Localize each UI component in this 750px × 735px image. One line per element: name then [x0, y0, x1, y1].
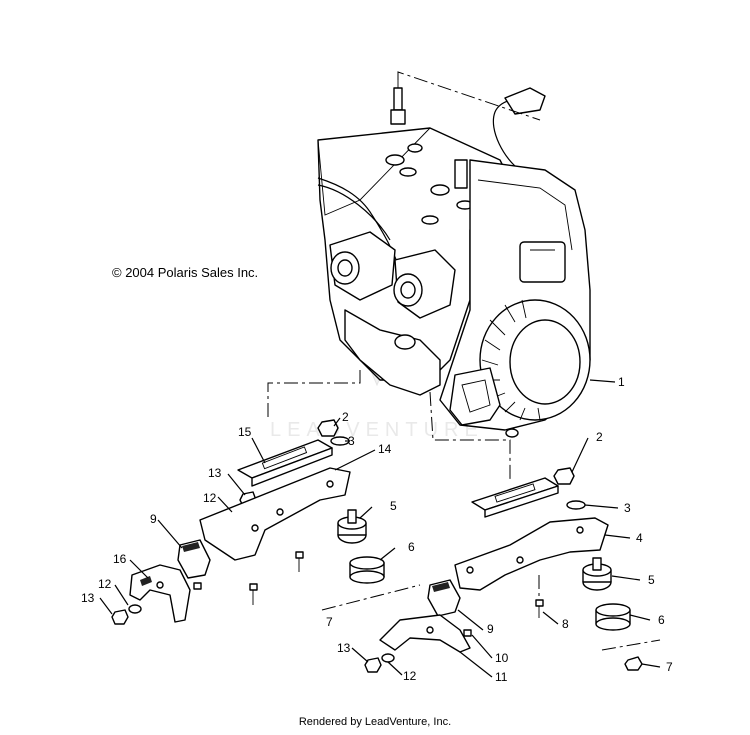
washer-icon — [128, 604, 142, 614]
bolt-icon — [535, 575, 544, 618]
small-bracket-icon — [129, 564, 202, 623]
nut-icon — [553, 467, 575, 485]
callout-2: 2 — [596, 430, 603, 444]
leader-dash — [267, 370, 361, 420]
callout-14: 14 — [378, 442, 392, 456]
fan-icon — [479, 299, 591, 421]
svg-text:LEADVENTURE: LEADVENTURE — [270, 419, 484, 441]
rubber-bumper-icon — [595, 603, 631, 631]
spark-plug-icon — [390, 80, 406, 125]
callout-3: 3 — [348, 434, 355, 448]
carburetor-icon — [393, 249, 456, 319]
callout-12: 12 — [203, 491, 217, 505]
copyright-notice: © 2004 Polaris Sales Inc. — [112, 265, 259, 280]
callout-11: 11 — [495, 670, 508, 684]
rubber-bumper-icon — [349, 556, 385, 584]
callout-2: 2 — [342, 410, 349, 424]
callout-7: 7 — [326, 615, 333, 629]
callout-7: 7 — [666, 660, 673, 674]
washer-icon — [566, 500, 586, 510]
washer-icon — [381, 653, 395, 663]
leader-dash — [429, 391, 511, 480]
callout-3: 3 — [624, 501, 631, 515]
bolt-icon — [295, 551, 304, 572]
callout-6: 6 — [658, 613, 665, 627]
leader-dash — [397, 71, 541, 121]
ignition-coil-icon — [519, 241, 566, 283]
damper-block-icon — [177, 539, 211, 579]
mount-bracket-right-icon — [454, 517, 609, 591]
recoil-handle-icon — [449, 367, 501, 426]
carburetor-icon — [329, 231, 396, 301]
rubber-mount-icon — [337, 509, 367, 544]
leader-dash — [601, 639, 661, 651]
callout-13: 13 — [81, 591, 95, 605]
callout-8: 8 — [562, 617, 569, 631]
nut-icon — [364, 657, 382, 673]
damper-block-icon — [427, 579, 461, 617]
engine-assembly — [317, 71, 591, 438]
callout-13: 13 — [208, 466, 222, 480]
leader-lines — [99, 379, 661, 678]
callout-1: 1 — [618, 375, 625, 389]
callout-10: 10 — [495, 651, 509, 665]
callout-16: 16 — [113, 552, 127, 566]
callout-13: 13 — [337, 641, 351, 655]
callout-9: 9 — [487, 622, 494, 636]
rubber-mount-icon — [582, 557, 612, 591]
slotted-plate-left-icon — [237, 439, 333, 487]
callout-6: 6 — [408, 540, 415, 554]
render-credit: Rendered by LeadVenture, Inc. — [298, 716, 452, 728]
nut-icon — [317, 419, 339, 437]
callout-5: 5 — [648, 573, 655, 587]
leader-dash — [321, 584, 421, 611]
nut-icon — [624, 656, 643, 671]
slotted-plate-right-icon — [471, 477, 559, 518]
callout-9: 9 — [150, 512, 157, 526]
mount-bracket-left-icon — [199, 467, 351, 561]
callout-5: 5 — [390, 499, 397, 513]
small-bracket-icon — [379, 614, 472, 653]
nut-icon — [111, 609, 129, 625]
callout-12: 12 — [98, 577, 112, 591]
callout-12: 12 — [403, 669, 417, 683]
callout-15: 15 — [238, 425, 252, 439]
callout-4: 4 — [636, 531, 643, 545]
bolt-icon — [249, 583, 258, 605]
